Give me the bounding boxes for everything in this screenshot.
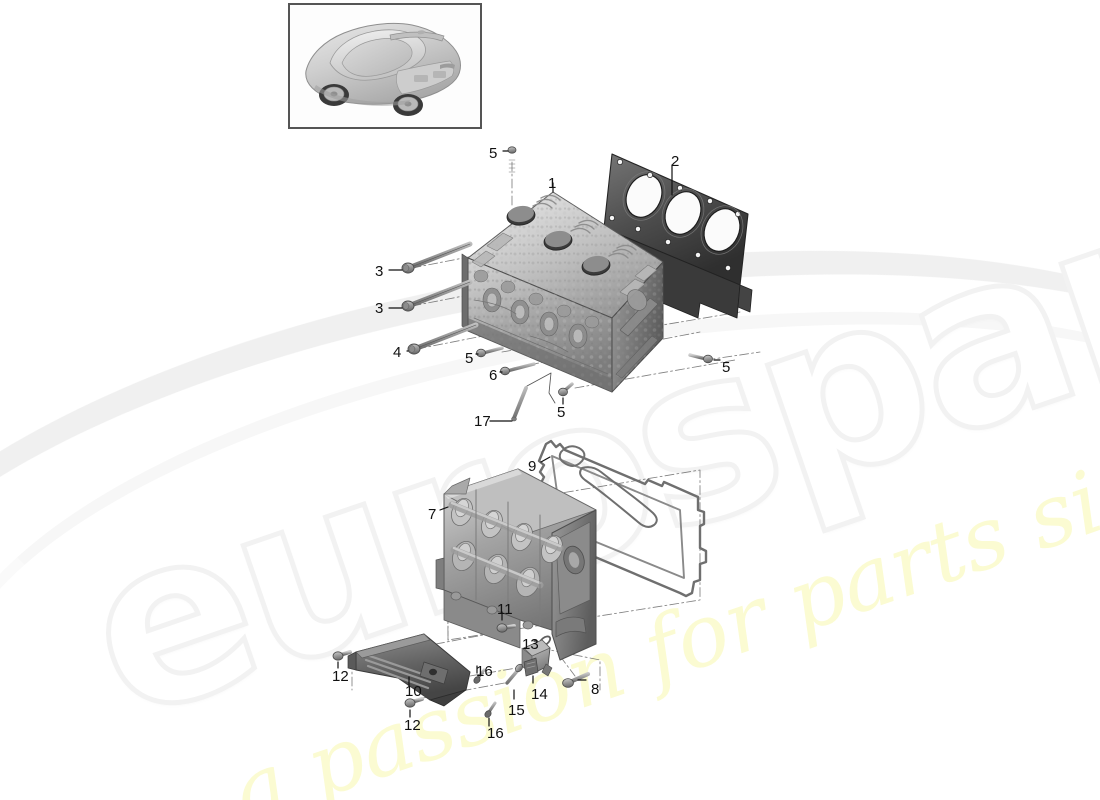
part-head-bolts-long[interactable]	[401, 241, 479, 355]
part-camshaft-position-sensor[interactable]	[521, 639, 553, 677]
vehicle-illustration-svg	[305, 22, 461, 116]
part-stud-bolt[interactable]	[500, 362, 536, 376]
callout-number-16b[interactable]: 16	[487, 725, 504, 742]
vehicle-thumbnail[interactable]	[288, 3, 482, 129]
callout-number-16a[interactable]: 16	[476, 663, 493, 680]
callout-number-3a[interactable]: 3	[375, 263, 384, 280]
part-locating-pin[interactable]	[505, 663, 524, 685]
callout-number-5b[interactable]: 5	[465, 350, 474, 367]
part-threaded-pins[interactable]	[473, 668, 497, 719]
callout-number-2[interactable]: 2	[671, 153, 680, 170]
part-hex-head-bolts[interactable]	[476, 146, 713, 397]
part-oil-deflector-plate[interactable]	[347, 633, 471, 707]
head-bolt-3a[interactable]	[401, 241, 473, 274]
callout-number-8[interactable]: 8	[591, 681, 600, 698]
part-fastening-bolt[interactable]	[562, 671, 591, 688]
part-camshaft-housing[interactable]	[435, 468, 597, 661]
part-cylinder-head[interactable]	[461, 191, 664, 393]
head-bolt-3b[interactable]	[401, 279, 473, 312]
callout-number-9[interactable]: 9	[528, 458, 537, 475]
callout-number-1[interactable]: 1	[548, 175, 557, 192]
callout-number-10[interactable]: 10	[405, 683, 422, 700]
callout-number-5d[interactable]: 5	[557, 404, 566, 421]
callout-number-15[interactable]: 15	[508, 702, 525, 719]
callout-number-4[interactable]: 4	[393, 344, 402, 361]
callout-number-17[interactable]: 17	[474, 413, 491, 430]
small-bolt-b[interactable]	[404, 697, 424, 708]
hex-bolt-left-lower[interactable]	[476, 346, 504, 358]
callout-pointer-lines	[337, 150, 721, 727]
callout-number-6[interactable]: 6	[489, 367, 498, 384]
hex-bolt-top[interactable]	[507, 146, 517, 184]
callout-number-5c[interactable]: 5	[722, 359, 731, 376]
callout-number-7[interactable]: 7	[428, 506, 437, 523]
part-small-bolts[interactable]	[332, 650, 424, 708]
callout-number-13[interactable]: 13	[522, 636, 539, 653]
hex-bolt-right[interactable]	[688, 353, 713, 364]
callout-number-5[interactable]: 5	[489, 145, 498, 162]
callout-number-12b[interactable]: 12	[404, 717, 421, 734]
callout-number-12a[interactable]: 12	[332, 668, 349, 685]
threaded-pin-a[interactable]	[473, 668, 486, 685]
head-bolt-4[interactable]	[407, 322, 479, 355]
callout-number-14[interactable]: 14	[531, 686, 548, 703]
part-dowel-pin[interactable]	[511, 372, 556, 422]
callout-number-3b[interactable]: 3	[375, 300, 384, 317]
threaded-pin-b[interactable]	[484, 701, 497, 719]
small-bolt-a[interactable]	[332, 650, 352, 661]
hex-bolt-centre[interactable]	[558, 382, 574, 397]
part-retaining-bolt[interactable]	[496, 623, 516, 633]
callout-number-11[interactable]: 11	[497, 601, 513, 618]
